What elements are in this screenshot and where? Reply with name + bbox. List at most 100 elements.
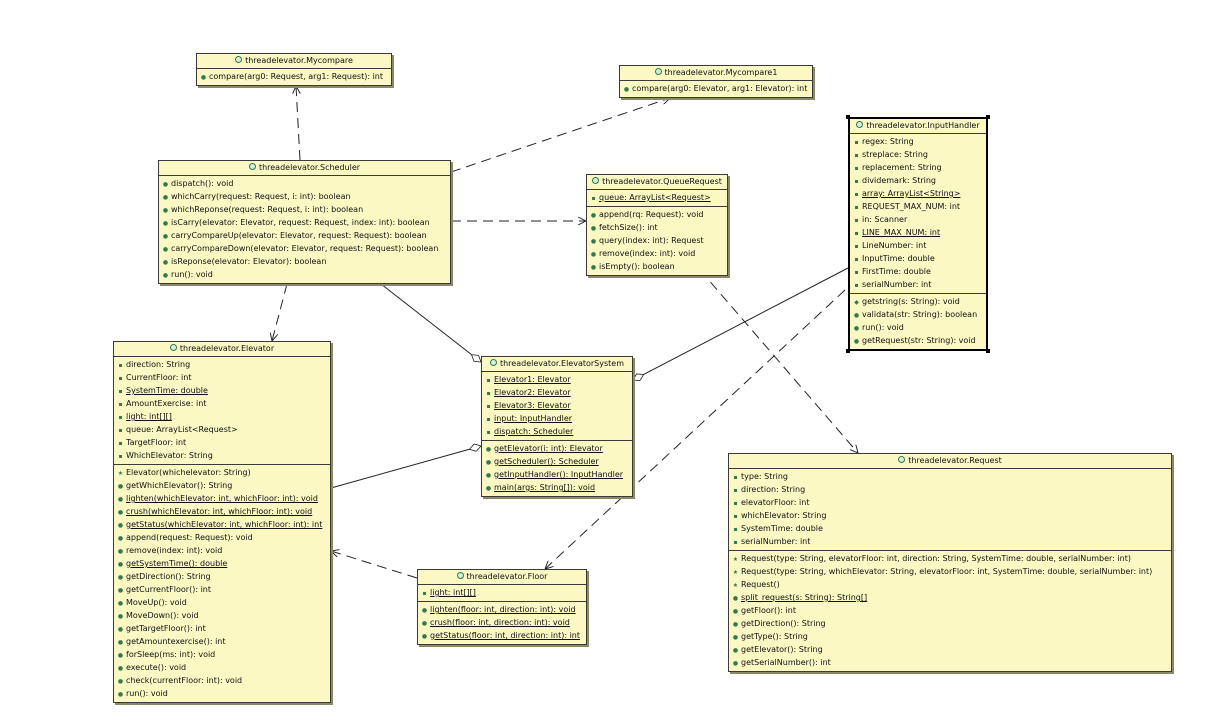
attribute-row[interactable]: ▪SystemTime: double	[729, 522, 1171, 535]
attribute-row[interactable]: ▪dividemark: String	[850, 174, 986, 187]
attribute-row[interactable]: ▪whichElevator: String	[729, 509, 1171, 522]
operation-row[interactable]: ●compare(arg0: Request, arg1: Request): …	[197, 70, 391, 83]
attribute-row[interactable]: ▪REQUEST_MAX_NUM: int	[850, 200, 986, 213]
attribute-row[interactable]: ▪CurrentFloor: int	[114, 371, 330, 384]
operation-row[interactable]: ●carryCompareDown(elevator: Elevator, re…	[159, 242, 450, 255]
attribute-row[interactable]: ▪elevatorFloor: int	[729, 496, 1171, 509]
operation-row[interactable]: ●execute(): void	[114, 661, 330, 674]
class-title[interactable]: threadelevator.Mycompare1	[620, 66, 812, 81]
attribute-row[interactable]: ▪serialNumber: int	[729, 535, 1171, 548]
operation-row[interactable]: ●getType(): String	[729, 630, 1171, 643]
class-title[interactable]: threadelevator.QueueRequest	[587, 175, 727, 190]
operation-row[interactable]: ★Elevator(whichelevator: String)	[114, 466, 330, 479]
operation-row[interactable]: ◆getstring(s: String): void	[850, 295, 986, 308]
resize-handle[interactable]	[846, 115, 850, 119]
operation-row[interactable]: ●query(index: int): Request	[587, 234, 727, 247]
attribute-row[interactable]: ▪light: int[][]	[418, 586, 586, 599]
class-inputhandler[interactable]: threadelevator.InputHandler▪regex: Strin…	[848, 117, 988, 351]
resize-handle[interactable]	[986, 349, 990, 353]
aggregation-elevator-to-elevatorsystem[interactable]	[330, 446, 481, 489]
operation-row[interactable]: ●getStatus(whichElevator: int, whichFloo…	[114, 518, 330, 531]
class-scheduler[interactable]: threadelevator.Scheduler●dispatch(): voi…	[158, 160, 451, 284]
class-title[interactable]: threadelevator.ElevatorSystem	[482, 357, 632, 372]
operation-row[interactable]: ●fetchSize(): int	[587, 221, 727, 234]
attribute-row[interactable]: ▪TargetFloor: int	[114, 436, 330, 449]
operation-row[interactable]: ●crush(whichElevator: int, whichFloor: i…	[114, 505, 330, 518]
class-mycompare[interactable]: threadelevator.Mycompare●compare(arg0: R…	[196, 53, 392, 86]
operation-row[interactable]: ●crush(floor: int, direction: int): void	[418, 616, 586, 629]
class-queuerequest[interactable]: threadelevator.QueueRequest▪queue: Array…	[586, 174, 728, 276]
operation-row[interactable]: ●getTargetFloor(): int	[114, 622, 330, 635]
operation-row[interactable]: ●whichReponse(request: Request, i: int):…	[159, 203, 450, 216]
operation-row[interactable]: ●getRequest(str: String): void	[850, 334, 986, 347]
class-title[interactable]: threadelevator.Scheduler	[159, 161, 450, 176]
class-mycompare1[interactable]: threadelevator.Mycompare1●compare(arg0: …	[619, 65, 813, 98]
operation-row[interactable]: ●getInputHandler(): InputHandler	[482, 468, 632, 481]
dependency-floor-to-elevator[interactable]	[331, 551, 418, 579]
class-title[interactable]: threadelevator.Elevator	[114, 342, 330, 357]
operation-row[interactable]: ●split_request(s: String): String[]	[729, 591, 1171, 604]
class-request[interactable]: threadelevator.Request▪type: String▪dire…	[728, 453, 1172, 672]
dependency-scheduler-to-mycompare1[interactable]	[450, 98, 670, 173]
operation-row[interactable]: ●getStatus(floor: int, direction: int): …	[418, 629, 586, 642]
attribute-row[interactable]: ▪direction: String	[114, 358, 330, 371]
operation-row[interactable]: ●getElevator(): String	[729, 643, 1171, 656]
attribute-row[interactable]: ▪light: int[][]	[114, 410, 330, 423]
attribute-row[interactable]: ▪queue: ArrayList<Request>	[587, 191, 727, 204]
operation-row[interactable]: ●carryCompareUp(elevator: Elevator, requ…	[159, 229, 450, 242]
class-title[interactable]: threadelevator.Floor	[418, 570, 586, 585]
attribute-row[interactable]: ▪replacement: String	[850, 161, 986, 174]
class-title[interactable]: threadelevator.Mycompare	[197, 54, 391, 69]
operation-row[interactable]: ●main(args: String[]): void	[482, 481, 632, 494]
operation-row[interactable]: ●getScheduler(): Scheduler	[482, 455, 632, 468]
attribute-row[interactable]: ▪direction: String	[729, 483, 1171, 496]
class-elevatorsystem[interactable]: threadelevator.ElevatorSystem▪Elevator1:…	[481, 356, 633, 497]
operation-row[interactable]: ●isEmpty(): boolean	[587, 260, 727, 273]
operation-row[interactable]: ●run(): void	[159, 268, 450, 281]
operation-row[interactable]: ●check(currentFloor: int): void	[114, 674, 330, 687]
attribute-row[interactable]: ▪InputTime: double	[850, 252, 986, 265]
operation-row[interactable]: ●getSystemTime(): double	[114, 557, 330, 570]
operation-row[interactable]: ●isReponse(elevator: Elevator): boolean	[159, 255, 450, 268]
operation-row[interactable]: ●getFloor(): int	[729, 604, 1171, 617]
operation-row[interactable]: ●dispatch(): void	[159, 177, 450, 190]
operation-row[interactable]: ●run(): void	[850, 321, 986, 334]
attribute-row[interactable]: ▪input: InputHandler	[482, 412, 632, 425]
operation-row[interactable]: ●getWhichElevator(): String	[114, 479, 330, 492]
attribute-row[interactable]: ▪SystemTime: double	[114, 384, 330, 397]
dependency-scheduler-to-elevator[interactable]	[272, 283, 288, 341]
resize-handle[interactable]	[846, 349, 850, 353]
attribute-row[interactable]: ▪LINE_MAX_NUM: int	[850, 226, 986, 239]
class-title[interactable]: threadelevator.Request	[729, 454, 1171, 469]
operation-row[interactable]: ●validata(str: String): boolean	[850, 308, 986, 321]
operation-row[interactable]: ●getAmountexercise(): int	[114, 635, 330, 648]
attribute-row[interactable]: ▪LineNumber: int	[850, 239, 986, 252]
dependency-scheduler-to-mycompare[interactable]	[296, 86, 301, 161]
operation-row[interactable]: ●lighten(floor: int, direction: int): vo…	[418, 603, 586, 616]
attribute-row[interactable]: ▪streplace: String	[850, 148, 986, 161]
operation-row[interactable]: ●getSerialNumber(): int	[729, 656, 1171, 669]
operation-row[interactable]: ●getDirection(): String	[114, 570, 330, 583]
operation-row[interactable]: ●append(rq: Request): void	[587, 208, 727, 221]
operation-row[interactable]: ●whichCarry(request: Request, i: int): b…	[159, 190, 450, 203]
attribute-row[interactable]: ▪type: String	[729, 470, 1171, 483]
aggregation-scheduler-to-elevatorsystem[interactable]	[380, 283, 481, 362]
operation-row[interactable]: ●getDirection(): String	[729, 617, 1171, 630]
class-title[interactable]: threadelevator.InputHandler	[850, 119, 986, 134]
attribute-row[interactable]: ▪serialNumber: int	[850, 278, 986, 291]
dependency-inputhandler-to-floor[interactable]	[545, 289, 846, 569]
attribute-row[interactable]: ▪in: Scanner	[850, 213, 986, 226]
attribute-row[interactable]: ▪WhichElevator: String	[114, 449, 330, 462]
operation-row[interactable]: ●getElevator(i: int): Elevator	[482, 442, 632, 455]
attribute-row[interactable]: ▪AmountExercise: int	[114, 397, 330, 410]
operation-row[interactable]: ●run(): void	[114, 687, 330, 700]
operation-row[interactable]: ★Request(type: String, elevatorFloor: in…	[729, 552, 1171, 565]
operation-row[interactable]: ●remove(index: int): void	[114, 544, 330, 557]
resize-handle[interactable]	[986, 115, 990, 119]
dependency-queuerequest-to-request[interactable]	[699, 269, 858, 453]
operation-row[interactable]: ●isCarry(elevator: Elevator, request: Re…	[159, 216, 450, 229]
operation-row[interactable]: ●remove(index: int): void	[587, 247, 727, 260]
attribute-row[interactable]: ▪dispatch: Scheduler	[482, 425, 632, 438]
operation-row[interactable]: ●MoveUp(): void	[114, 596, 330, 609]
